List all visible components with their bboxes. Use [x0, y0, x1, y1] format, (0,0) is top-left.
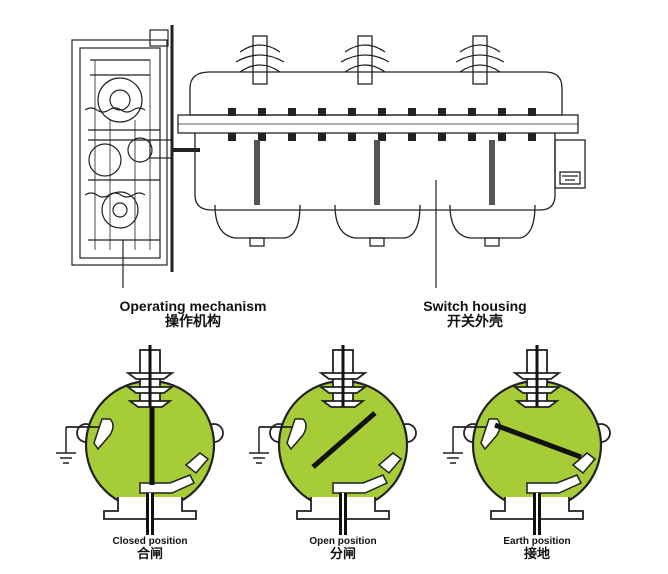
earth-symbol [562, 175, 578, 181]
housing-caption: Switch housing 开关外壳 [390, 298, 560, 330]
top-bushing [235, 35, 285, 85]
top-insulator [125, 349, 175, 408]
mechanism-label-en: Operating mechanism [119, 298, 267, 314]
closed-position-diagram [56, 345, 224, 535]
top-bushing [455, 35, 505, 85]
switch-blade [494, 422, 582, 460]
closed-position-label-en: Closed position [112, 536, 188, 547]
open-position-label-zh: 分闸 [329, 546, 356, 562]
earth-position-label-en: Earth position [503, 536, 571, 547]
closed-position-label-zh: 合闸 [136, 546, 163, 562]
switch-housing-drawing [172, 35, 586, 247]
closed-position-caption: Closed position 合闸 [85, 536, 215, 562]
open-position-caption: Open position 分闸 [278, 536, 408, 562]
mechanism-label-zh: 操作机构 [165, 314, 221, 331]
earth-position-caption: Earth position 接地 [472, 536, 602, 562]
earth-position-diagram [443, 345, 611, 535]
mechanism-caption: Operating mechanism 操作机构 [78, 298, 308, 330]
housing-label-en: Switch housing [423, 298, 527, 314]
earth-position-label-zh: 接地 [523, 546, 550, 562]
open-position-label-en: Open position [309, 536, 377, 547]
top-bushing [340, 35, 390, 85]
housing-label-zh: 开关外壳 [447, 314, 503, 331]
operating-mechanism-drawing [71, 25, 174, 272]
open-position-diagram [249, 345, 417, 535]
switch-blade [311, 411, 377, 469]
